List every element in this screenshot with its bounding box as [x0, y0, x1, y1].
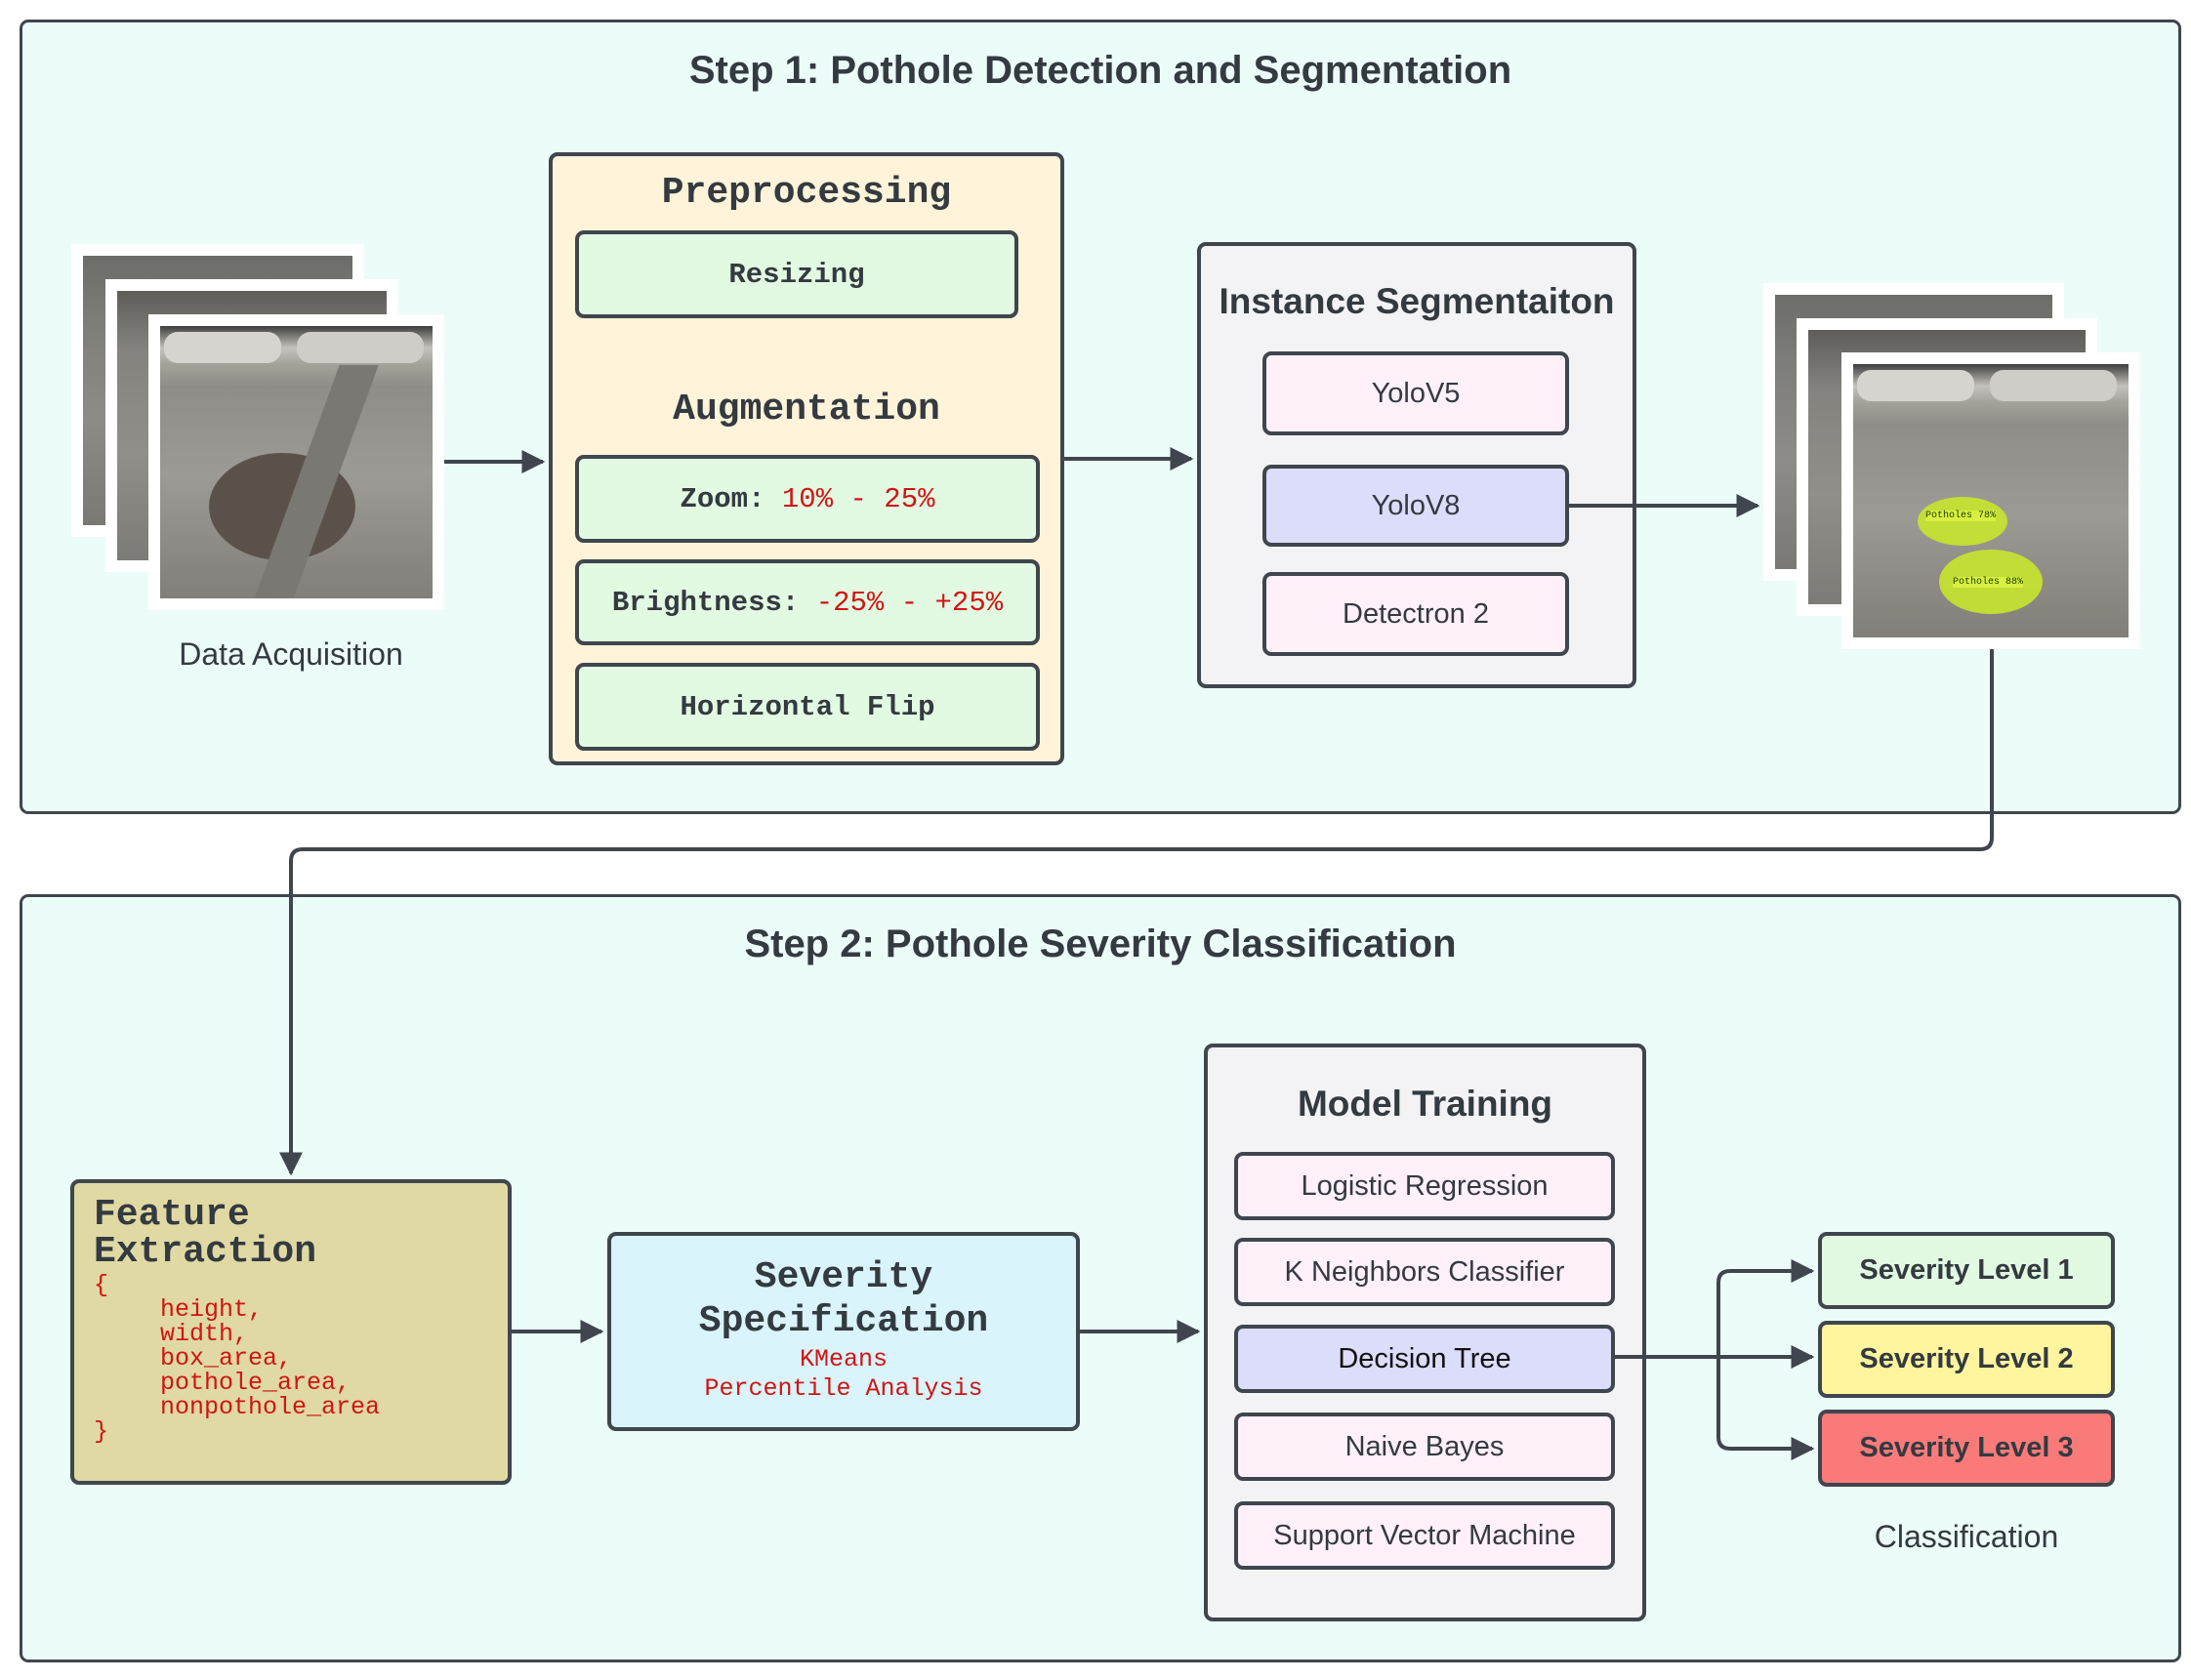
step2-title: Step 2: Pothole Severity Classification — [744, 922, 1457, 965]
method-kmeans: KMeans — [799, 1345, 888, 1373]
model-svm-label: Support Vector Machine — [1273, 1519, 1576, 1551]
horizontal-flip-label: Horizontal Flip — [680, 690, 935, 723]
resizing-option: Resizing — [575, 230, 1018, 318]
model-detectron2: Detectron 2 — [1262, 572, 1569, 656]
model-decision-tree-label: Decision Tree — [1338, 1342, 1511, 1374]
severity-level-2-label: Severity Level 2 — [1859, 1343, 2074, 1374]
zoom-value: 10% - 25% — [781, 482, 935, 515]
severity-specification-box — [607, 1232, 1080, 1431]
model-yolov5: YoloV5 — [1262, 351, 1569, 435]
arrow-output-to-feature-extraction — [279, 649, 1994, 1176]
severity-methods: KMeans Percentile Analysis — [607, 1345, 1080, 1404]
model-logistic-regression: Logistic Regression — [1234, 1152, 1615, 1220]
feature-field-pothole-area: pothole_area, — [160, 1369, 351, 1397]
brightness-value: -25% - +25% — [815, 586, 1004, 619]
model-yolov8: YoloV8 — [1262, 465, 1569, 547]
preprocessing-header: Preprocessing — [661, 172, 952, 214]
severity-specification-header-line1: Severity — [754, 1256, 933, 1298]
model-svm: Support Vector Machine — [1234, 1501, 1615, 1570]
feature-field-height: height, — [160, 1295, 264, 1324]
horizontal-flip-option: Horizontal Flip — [575, 663, 1040, 751]
output-image-front: Potholes 78% Potholes 88% — [1841, 352, 2140, 649]
brightness-label: Brightness: — [611, 586, 800, 619]
model-yolov5-label: YoloV5 — [1371, 377, 1461, 409]
zoom-label: Zoom: — [680, 482, 765, 515]
feature-open-brace: { — [94, 1271, 109, 1299]
detection-label-1: Potholes 78% — [1925, 511, 1997, 521]
model-k-neighbors-label: K Neighbors Classifier — [1284, 1255, 1565, 1288]
augmentation-header: Augmentation — [673, 389, 940, 430]
feature-list: { height, width, box_area, pothole_area,… — [94, 1273, 380, 1444]
input-image-front — [148, 314, 444, 610]
severity-specification-header: Severity Specification — [607, 1255, 1080, 1343]
feature-field-width: width, — [160, 1320, 249, 1348]
feature-extraction-header-line2: Extraction — [94, 1231, 317, 1273]
segmentation-mask-1 — [1918, 497, 2007, 546]
severity-level-2: Severity Level 2 — [1818, 1321, 2115, 1398]
arrow-fork-to-level1 — [1716, 1259, 1815, 1357]
feature-extraction-box — [70, 1179, 512, 1485]
resizing-label: Resizing — [728, 258, 865, 291]
detection-label-2: Potholes 88% — [1953, 577, 2024, 588]
feature-field-box-area: box_area, — [160, 1344, 293, 1373]
method-percentile-analysis: Percentile Analysis — [704, 1374, 983, 1403]
feature-extraction-header: Feature Extraction — [94, 1197, 316, 1271]
severity-specification-header-line2: Specification — [698, 1300, 989, 1342]
feature-extraction-header-line1: Feature — [94, 1194, 250, 1236]
model-k-neighbors: K Neighbors Classifier — [1234, 1238, 1615, 1306]
model-training-header: Model Training — [1297, 1084, 1553, 1124]
severity-level-3-label: Severity Level 3 — [1859, 1432, 2074, 1463]
feature-field-nonpothole-area: nonpothole_area — [160, 1393, 381, 1421]
brightness-option: Brightness: -25% - +25% — [575, 559, 1040, 645]
zoom-option: Zoom: 10% - 25% — [575, 455, 1040, 543]
severity-level-3: Severity Level 3 — [1818, 1410, 2115, 1487]
model-naive-bayes: Naive Bayes — [1234, 1413, 1615, 1481]
step1-title: Step 1: Pothole Detection and Segmentati… — [688, 49, 1512, 92]
feature-close-brace: } — [94, 1417, 109, 1446]
model-detectron2-label: Detectron 2 — [1343, 597, 1489, 630]
model-naive-bayes-label: Naive Bayes — [1344, 1430, 1505, 1462]
instance-segmentation-header: Instance Segmentaiton — [1219, 281, 1615, 321]
model-logistic-regression-label: Logistic Regression — [1301, 1169, 1549, 1202]
arrow-fork-to-level3 — [1716, 1357, 1815, 1460]
model-yolov8-label: YoloV8 — [1371, 489, 1461, 521]
severity-level-1-label: Severity Level 1 — [1859, 1254, 2074, 1286]
severity-level-1: Severity Level 1 — [1818, 1232, 2115, 1309]
model-decision-tree: Decision Tree — [1234, 1325, 1615, 1393]
data-acquisition-caption: Data Acquisition — [179, 636, 403, 672]
classification-caption: Classification — [1874, 1519, 2059, 1554]
